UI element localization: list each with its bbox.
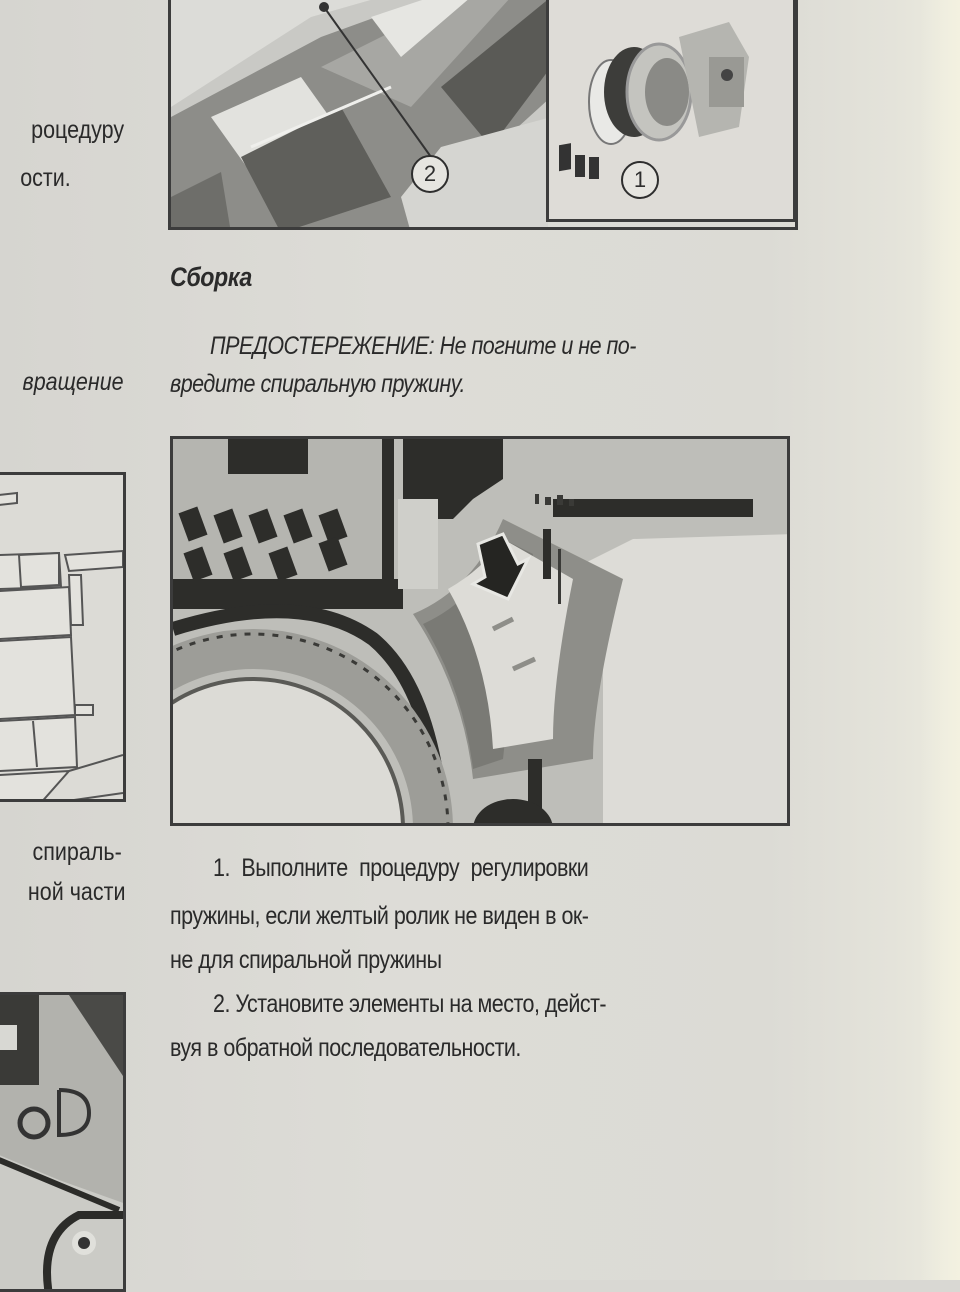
clock-spring-illustration [173, 439, 787, 823]
left-text-line-4: спираль- [32, 838, 122, 866]
step-2-line-1: 2. Установите элементы на место, дейст- [213, 990, 607, 1018]
left-text-line-1: роцедуру [30, 116, 124, 144]
component-photo [0, 995, 123, 1289]
step-1-line-1: 1. Выполните процедуру регулировки [213, 854, 589, 882]
left-bottom-figure [0, 992, 126, 1292]
left-mid-figure [0, 472, 126, 802]
top-left-figure-panel: 2 [168, 0, 548, 230]
clock-spring-photo [170, 436, 790, 826]
step-1-line-3: не для спиральной пружины [170, 946, 442, 974]
callout-number: 1 [633, 167, 647, 192]
steering-column-illustration [171, 0, 548, 227]
warning-line-2: вредите спиральную пружину. [170, 370, 465, 398]
top-right-figure-panel: 1 [546, 0, 796, 222]
assembly-line-drawing [0, 475, 123, 799]
warning-line-1: ПРЕДОСТЕРЕЖЕНИЕ: Не погните и не по- [210, 332, 636, 360]
callout-number: 2 [423, 161, 437, 186]
callout-2: 2 [411, 155, 449, 193]
ignition-switch-illustration [549, 0, 793, 219]
callout-1: 1 [621, 161, 659, 199]
left-text-line-5: ной части [27, 878, 125, 906]
step-2-line-2: вуя в обратной последовательности. [170, 1034, 521, 1062]
step-1-line-2: пружины, если желтый ролик не виден в ок… [170, 902, 589, 930]
page-edge-highlight [920, 0, 960, 1280]
arrow-down-left-icon [469, 532, 532, 601]
section-heading: Сборка [170, 262, 252, 292]
left-text-line-2: ости. [20, 164, 71, 192]
left-text-line-3: вращение [22, 368, 124, 396]
